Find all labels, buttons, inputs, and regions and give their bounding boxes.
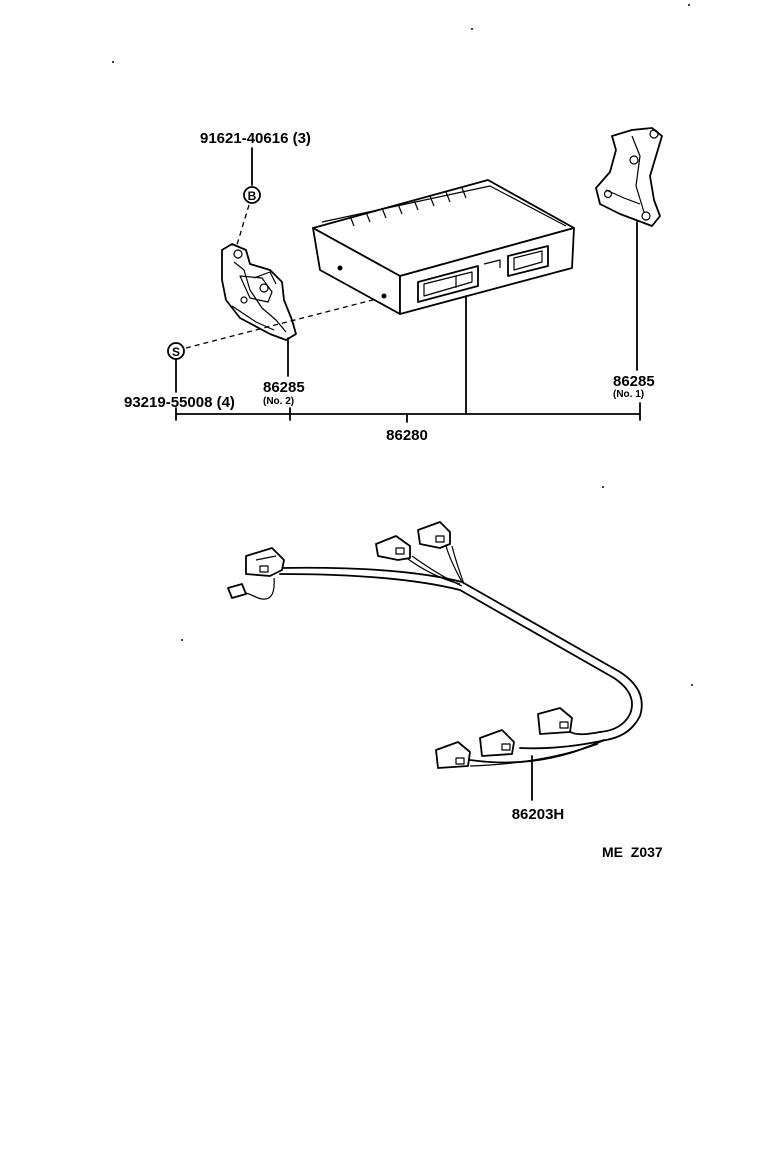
amplifier-assembly-part-number: 86280 [386,427,428,444]
bolt-symbol: B [248,189,257,203]
screw-symbol: S [172,345,180,359]
screw-callout: S [167,296,385,393]
bracket-no2-drawing [221,243,297,341]
bracket-no1-qualifier: (No. 1) [613,389,644,400]
screw-part-number: 93219-55008 (4) [124,394,235,411]
bracket-no1-drawing [595,127,663,227]
assembly-bracket-line [175,402,641,423]
wire-harness-part-number: 86203H [512,806,565,823]
bracket-no1-part-number: 86285 [613,373,655,390]
bracket-no2-qualifier: (No. 2) [263,396,294,407]
wire-harness-drawing [227,521,643,769]
bolt-callout: B [235,147,261,249]
scan-specks [112,4,693,686]
illustration-code: ME Z037 [602,844,663,860]
bracket-no2-part-number: 86285 [263,379,305,396]
amplifier-box-drawing [312,179,575,315]
bolt-part-number: 91621-40616 (3) [200,130,311,147]
